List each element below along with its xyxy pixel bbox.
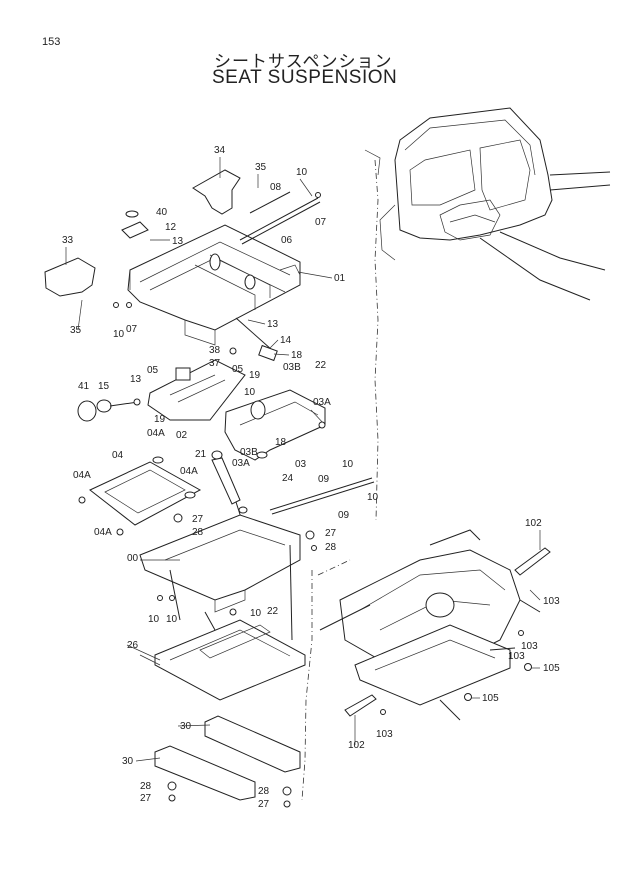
callout-07: 07 (126, 324, 138, 335)
callout-103: 103 (508, 651, 525, 662)
callout-30: 30 (122, 756, 134, 767)
callout-15: 15 (98, 381, 110, 392)
callout-28: 28 (258, 786, 270, 797)
callout-12: 12 (165, 222, 177, 233)
callout-18: 18 (291, 350, 303, 361)
callout-10: 10 (148, 614, 160, 625)
callout-103: 103 (543, 596, 560, 607)
callout-10: 10 (296, 167, 308, 178)
callout-05: 05 (147, 365, 159, 376)
callout-10: 10 (367, 492, 379, 503)
callout-33: 33 (62, 235, 74, 246)
callout-14: 14 (280, 335, 292, 346)
callout-19: 19 (249, 370, 261, 381)
callout-28: 28 (192, 527, 204, 538)
seat-frame-01 (127, 224, 301, 346)
callout-10: 10 (342, 459, 354, 470)
callout-03a: 03A (232, 458, 250, 469)
callout-35: 35 (255, 162, 267, 173)
callout-27: 27 (258, 799, 270, 810)
callout-30: 30 (180, 721, 192, 732)
callout-04: 04 (112, 450, 124, 461)
cab-inset-illustration (364, 107, 611, 301)
callout-103: 103 (521, 641, 538, 652)
leader-lines (65, 157, 541, 762)
callout-01: 01 (334, 273, 346, 284)
part-callouts: 34 35 08 10 07 06 40 12 13 33 01 35 10 0… (62, 145, 560, 810)
callout-19: 19 (154, 414, 166, 425)
callout-28: 28 (325, 542, 337, 553)
callout-26: 26 (127, 640, 139, 651)
callout-27: 27 (325, 528, 337, 539)
callout-103: 103 (376, 729, 393, 740)
callout-02: 02 (176, 430, 188, 441)
callout-37: 37 (209, 358, 221, 369)
callout-10: 10 (244, 387, 256, 398)
callout-03: 03 (295, 459, 307, 470)
callout-04a: 04A (180, 466, 198, 477)
callout-27: 27 (140, 793, 152, 804)
callout-40: 40 (156, 207, 168, 218)
page-title-english: SEAT SUSPENSION (212, 67, 398, 88)
callout-102: 102 (525, 518, 542, 529)
callout-04a: 04A (73, 470, 91, 481)
callout-27: 27 (192, 514, 204, 525)
callout-105: 105 (482, 693, 499, 704)
callout-102: 102 (348, 740, 365, 751)
callout-10: 10 (250, 608, 262, 619)
fasteners (78, 192, 532, 808)
callout-13: 13 (172, 236, 184, 247)
callout-07: 07 (315, 217, 327, 228)
callout-28: 28 (140, 781, 152, 792)
callout-03a: 03A (313, 397, 331, 408)
callout-18: 18 (275, 437, 287, 448)
callout-10: 10 (113, 329, 125, 340)
callout-00: 00 (127, 553, 139, 564)
callout-03b: 03B (283, 362, 301, 373)
callout-22: 22 (267, 606, 279, 617)
callout-04a: 04A (147, 428, 165, 439)
callout-35: 35 (70, 325, 82, 336)
callout-13: 13 (267, 319, 279, 330)
callout-38: 38 (209, 345, 221, 356)
page-number: 153 (42, 36, 61, 48)
callout-22: 22 (315, 360, 327, 371)
callout-08: 08 (270, 182, 282, 193)
callout-13: 13 (130, 374, 142, 385)
bracket-33 (44, 257, 96, 297)
callout-06: 06 (281, 235, 293, 246)
page-title-japanese: シートサスペンション (214, 52, 393, 72)
callout-09: 09 (318, 474, 330, 485)
callout-34: 34 (214, 145, 226, 156)
bracket-34 (192, 169, 241, 215)
callout-03b: 03B (240, 447, 258, 458)
callout-05: 05 (232, 364, 244, 375)
callout-09: 09 (338, 510, 350, 521)
suspension-assembly-right (319, 529, 541, 721)
callout-04a: 04A (94, 527, 112, 538)
callout-105: 105 (543, 663, 560, 674)
callout-10: 10 (166, 614, 178, 625)
callout-24: 24 (282, 473, 294, 484)
callout-41: 41 (78, 381, 90, 392)
callout-21: 21 (195, 449, 207, 460)
